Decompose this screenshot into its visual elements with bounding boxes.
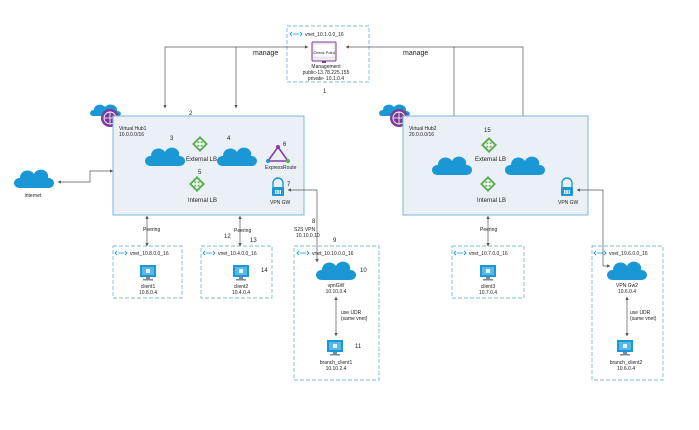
- virtual-machine-icon: [327, 340, 343, 356]
- client3-vnet: vnet_10.7.0.0_16 client3 10.7.0.4: [451, 245, 525, 299]
- checkpoint-monitor-icon: Check Point: [311, 41, 337, 63]
- hub2-cidr: 20.0.0.0/16: [409, 132, 434, 138]
- manage-left-label: manage: [253, 50, 278, 57]
- management-public-ip: public-13.78.225.155: [303, 70, 350, 76]
- client1-ip: 10.8.0.4: [139, 290, 157, 296]
- num9-label: 9: [333, 238, 337, 244]
- s2s-vpn-connector: [287, 188, 319, 263]
- client2-name: client2: [234, 284, 249, 290]
- client2-vnet: vnet_10.4.0.0_16 client2 10.4.0.4 14: [200, 245, 273, 299]
- num13-label: 13: [250, 238, 257, 244]
- udr2-line1: use UDR: [630, 310, 651, 316]
- cloud-icon: [14, 169, 54, 188]
- branch-client2-ip: 10.6.0.4: [617, 366, 635, 372]
- vpngw-number: 10: [360, 268, 367, 274]
- branch-client1-number: 11: [355, 344, 362, 350]
- management-private-ip: private- 10.1.0.4: [308, 76, 344, 82]
- peering3-label: Peering: [480, 227, 497, 233]
- management-number: 1: [323, 89, 327, 95]
- manage-connectors: [163, 45, 525, 146]
- hub1-num6: 6: [283, 142, 287, 148]
- virtual-machine-icon: [480, 265, 496, 281]
- client1-vnet: vnet_10.8.0.0_16 client1 10.8.0.4: [112, 245, 183, 299]
- client3-ip: 10.7.0.4: [479, 290, 497, 296]
- client3-vnet-label: vnet_10.7.0.0_16: [469, 251, 508, 257]
- virtual-hub1-box: [112, 115, 305, 216]
- expressroute-label: ExpressRoute: [265, 165, 297, 171]
- vpngw2-name: VPN Gw2: [616, 283, 638, 289]
- vnet-icon: [114, 250, 128, 256]
- vnet-icon: [593, 250, 607, 256]
- vpngw-ip: 10.10.0.4: [326, 289, 347, 295]
- branch-client1-ip: 10.10.2.4: [326, 366, 347, 372]
- hub1-internal-lb-label: Internal LB: [188, 198, 217, 204]
- vnet-icon: [202, 250, 216, 256]
- vpnvnet-label: vnet_10.10.0.0_16: [312, 251, 354, 257]
- checkpoint-screen-label: Check Point: [313, 50, 335, 55]
- cloud-icon: [316, 261, 356, 280]
- hub2-internal-lb-label: Internal LB: [477, 198, 506, 204]
- client1-name: client1: [141, 284, 156, 290]
- vnet-icon: [289, 31, 303, 37]
- vpn-vnet1: vnet_10.10.0.0_16 10 vpnGW 10.10.0.4 use…: [293, 245, 380, 381]
- vnet-icon: [296, 250, 310, 256]
- hub1-num7: 7: [287, 182, 291, 188]
- branch-client2-name: branch_client2: [610, 360, 643, 366]
- manage-right-label: manage: [403, 50, 428, 57]
- num12-label: 12: [224, 234, 231, 240]
- client2-number: 14: [261, 268, 268, 274]
- s2s-line1: S2S VPN: [294, 227, 316, 233]
- virtual-machine-icon: [617, 340, 633, 356]
- internet-connector: [57, 169, 114, 184]
- hub1-num5: 5: [198, 170, 202, 176]
- hub1-num3: 3: [170, 136, 174, 142]
- client2-vnet-label: vnet_10.4.0.0_16: [218, 251, 257, 257]
- num8-label: 8: [312, 219, 316, 225]
- cloud-icon: [607, 261, 647, 280]
- vpngw-name: vpnGW: [328, 283, 345, 289]
- branch-client1-name: branch_client1: [320, 360, 353, 366]
- virtual-machine-icon: [233, 265, 249, 281]
- hub2-number: 15: [484, 128, 491, 134]
- hub2-vpngw-label: VPN GW: [558, 200, 579, 206]
- virtual-machine-icon: [140, 265, 156, 281]
- internet-label: internet: [25, 193, 42, 199]
- management-vnet-label: vnet_10.1.0.0_16: [305, 32, 344, 38]
- client2-ip: 10.4.0.4: [232, 290, 250, 296]
- management-title: Management: [311, 64, 341, 70]
- vnet-icon: [453, 250, 467, 256]
- virtual-hub2-box: [402, 115, 589, 216]
- expressroute-icon: [266, 145, 290, 163]
- peering1-label: Peering: [143, 227, 160, 233]
- hub1-num4: 4: [227, 136, 231, 142]
- peering2-label: Peering: [234, 228, 251, 234]
- hub1-vpngw-label: VPN GW: [270, 200, 291, 206]
- s2s-line2: 10.10.0.10: [296, 233, 320, 239]
- hub1-number: 2: [189, 111, 193, 117]
- internet-cloud: internet: [14, 169, 54, 199]
- hub2-external-lb-label: External LB: [475, 157, 506, 163]
- udr2-line2: (same vnet): [630, 316, 657, 322]
- hub1-external-lb-label: External LB: [186, 157, 217, 163]
- management-vnet: vnet_10.1.0.0_16 Check Point Management …: [286, 25, 370, 83]
- hub2-title: Virtual Hub2: [409, 126, 437, 132]
- vpnvnet2-label: vnet_10.6.0.0_16: [609, 251, 648, 257]
- hub1-cidr: 10.0.0.0/16: [119, 132, 144, 138]
- vpn-vnet2: vnet_10.6.0.0_16 VPN Gw2 10.6.0.4 use UD…: [591, 245, 664, 381]
- vpn2-connector: [576, 188, 611, 268]
- vpngw2-ip: 10.6.0.4: [618, 289, 636, 295]
- hub1-title: Virtual Hub1: [119, 126, 147, 132]
- client1-vnet-label: vnet_10.8.0.0_16: [130, 251, 169, 257]
- client3-name: client3: [481, 284, 496, 290]
- udr1-line1: use UDR: [341, 310, 362, 316]
- udr1-line2: (same vnet): [341, 316, 368, 322]
